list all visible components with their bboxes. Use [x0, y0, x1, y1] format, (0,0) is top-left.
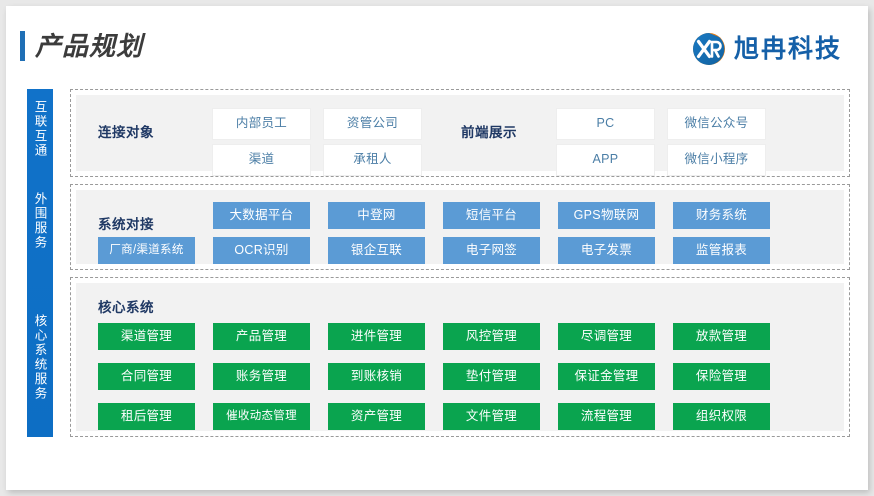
slide-header: 产品规划 旭冉科技 — [6, 6, 868, 84]
chip-sms-platform[interactable]: 短信平台 — [443, 202, 540, 229]
chip-risk-control-management[interactable]: 风控管理 — [443, 323, 540, 350]
band-interconnect-inner: 连接对象 内部员工 资管公司 渠道 承租人 前端展示 PC 微信公众号 APP … — [76, 95, 844, 175]
chip-zhongdeng-network[interactable]: 中登网 — [328, 202, 425, 229]
rail-item-interconnect[interactable]: 互联互通 — [27, 89, 53, 169]
brand-logo: 旭冉科技 — [692, 32, 842, 66]
chip-app[interactable]: APP — [557, 145, 654, 175]
chip-collection-status-management[interactable]: 催收动态管理 — [213, 403, 310, 430]
rail-item-label: 互联互通 — [32, 100, 47, 158]
band-core-system-inner: 核心系统 渠道管理 产品管理 进件管理 风控管理 尽调管理 放款管理 合同管理 … — [76, 283, 844, 431]
chip-contract-management[interactable]: 合同管理 — [98, 363, 195, 390]
chip-payment-reconciliation[interactable]: 到账核销 — [328, 363, 425, 390]
title-accent-bar — [20, 31, 25, 61]
section-head-system-integration: 系统对接 — [98, 217, 154, 232]
chip-file-management[interactable]: 文件管理 — [443, 403, 540, 430]
chip-asset-management-company[interactable]: 资管公司 — [324, 109, 421, 139]
chip-pc[interactable]: PC — [557, 109, 654, 139]
chip-ocr-recognition[interactable]: OCR识别 — [213, 237, 310, 264]
chip-asset-management[interactable]: 资产管理 — [328, 403, 425, 430]
chip-wechat-official-account[interactable]: 微信公众号 — [668, 109, 765, 139]
rail-item-label: 核心系统服务 — [32, 313, 47, 401]
slide-canvas: 产品规划 旭冉科技 互联互通 — [6, 6, 868, 490]
circle-xr-logo-icon — [692, 33, 725, 65]
section-head-connect-objects: 连接对象 — [98, 125, 154, 140]
chip-product-management[interactable]: 产品管理 — [213, 323, 310, 350]
chip-disbursement-management[interactable]: 放款管理 — [673, 323, 770, 350]
chip-bank-enterprise-link[interactable]: 银企互联 — [328, 237, 425, 264]
rail-item-core-system-services[interactable]: 核心系统服务 — [27, 277, 53, 437]
band-core-system: 核心系统 渠道管理 产品管理 进件管理 风控管理 尽调管理 放款管理 合同管理 … — [70, 277, 850, 437]
chip-channel-management[interactable]: 渠道管理 — [98, 323, 195, 350]
page-title: 产品规划 — [35, 31, 144, 61]
brand-name: 旭冉科技 — [733, 35, 842, 63]
chip-application-management[interactable]: 进件管理 — [328, 323, 425, 350]
rail-item-label: 外围服务 — [32, 192, 47, 250]
section-head-core-system: 核心系统 — [98, 300, 154, 315]
chip-deposit-management[interactable]: 保证金管理 — [558, 363, 655, 390]
chip-electronic-invoice[interactable]: 电子发票 — [558, 237, 655, 264]
section-head-frontend-display: 前端展示 — [461, 125, 517, 140]
chip-wechat-mini-program[interactable]: 微信小程序 — [668, 145, 765, 175]
chip-electronic-signature[interactable]: 电子网签 — [443, 237, 540, 264]
rail-item-peripheral-services[interactable]: 外围服务 — [27, 177, 53, 265]
chip-lessee[interactable]: 承租人 — [324, 145, 421, 175]
chip-accounting-management[interactable]: 账务管理 — [213, 363, 310, 390]
chip-channel[interactable]: 渠道 — [213, 145, 310, 175]
chip-big-data-platform[interactable]: 大数据平台 — [213, 202, 310, 229]
chip-finance-system[interactable]: 财务系统 — [673, 202, 770, 229]
chip-advance-payment-management[interactable]: 垫付管理 — [443, 363, 540, 390]
chip-vendor-channel-system[interactable]: 厂商/渠道系统 — [98, 237, 195, 264]
chip-organization-permissions[interactable]: 组织权限 — [673, 403, 770, 430]
chip-due-diligence-management[interactable]: 尽调管理 — [558, 323, 655, 350]
category-rail: 互联互通 外围服务 核心系统服务 — [27, 89, 53, 437]
chip-regulatory-report[interactable]: 监管报表 — [673, 237, 770, 264]
chip-post-lease-management[interactable]: 租后管理 — [98, 403, 195, 430]
chip-gps-iot[interactable]: GPS物联网 — [558, 202, 655, 229]
chip-process-management[interactable]: 流程管理 — [558, 403, 655, 430]
chip-internal-staff[interactable]: 内部员工 — [213, 109, 310, 139]
band-system-integration: 系统对接 大数据平台 中登网 短信平台 GPS物联网 财务系统 厂商/渠道系统 … — [70, 184, 850, 270]
chip-insurance-management[interactable]: 保险管理 — [673, 363, 770, 390]
band-system-integration-inner: 系统对接 大数据平台 中登网 短信平台 GPS物联网 财务系统 厂商/渠道系统 … — [76, 190, 844, 264]
band-interconnect: 连接对象 内部员工 资管公司 渠道 承租人 前端展示 PC 微信公众号 APP … — [70, 89, 850, 177]
